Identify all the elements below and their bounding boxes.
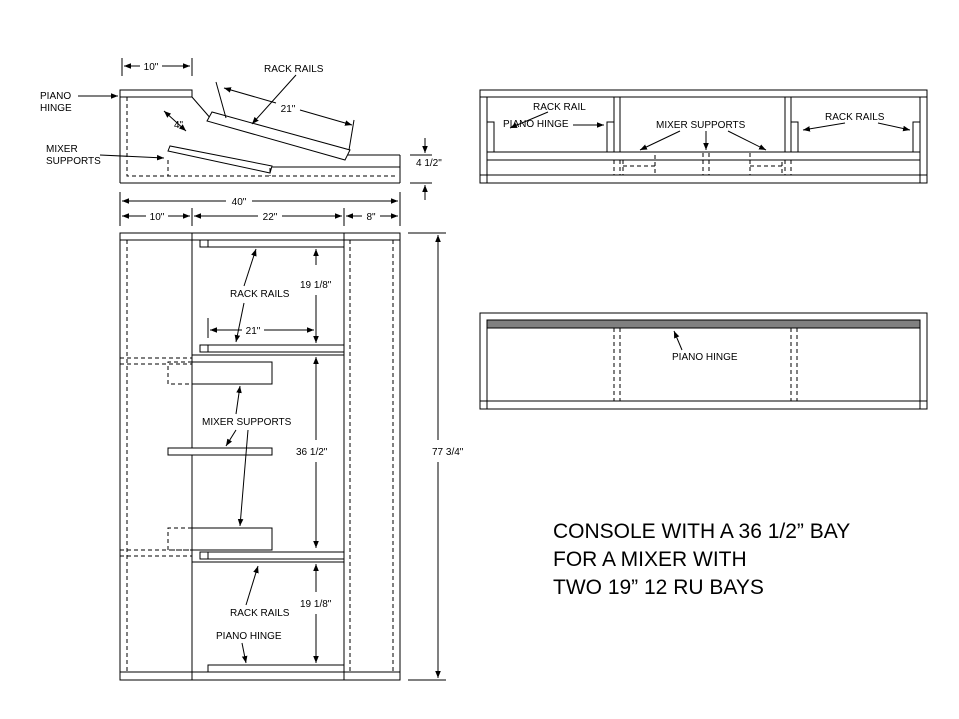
label-front-rack-rails: RACK RAILS: [825, 112, 885, 123]
label-front-mixer-supports: MIXER SUPPORTS: [656, 120, 746, 131]
dim-height: 4 1/2": [416, 158, 442, 169]
label-piano-hinge-2: HINGE: [40, 103, 72, 114]
plan-rail-2: [199, 344, 345, 353]
label-mixer-supports-1: MIXER: [46, 144, 78, 155]
label-rear-piano-hinge: PIANO HINGE: [672, 352, 738, 363]
dim-total-width: 77 3/4": [432, 447, 464, 458]
plan-hinge-rail: [207, 664, 345, 673]
label-front-rack-rail: RACK RAIL: [533, 102, 586, 113]
title-line-3: TWO 19” 12 RU BAYS: [553, 576, 764, 599]
dim-seg-back: 8": [366, 212, 376, 223]
label-plan-piano-hinge: PIANO HINGE: [216, 631, 282, 642]
label-piano-hinge-1: PIANO: [40, 91, 71, 102]
front-view: RACK RAIL PIANO HINGE MIXER SUPPORTS RAC…: [479, 89, 928, 184]
plan-rail-1: [199, 239, 345, 248]
front-rack-rail-4: [912, 121, 921, 153]
dim-rail-length-plan: 21": [246, 326, 261, 337]
dim-total-depth: 40": [232, 197, 247, 208]
plan-rail-3: [199, 551, 345, 560]
dim-seg-front: 10": [150, 212, 165, 223]
front-rack-rail-3: [790, 121, 799, 153]
side-top-lid: [119, 89, 193, 98]
front-rack-rail-2: [606, 121, 615, 153]
front-rack-rail-1: [486, 121, 495, 153]
label-plan-rack-rails-top: RACK RAILS: [230, 289, 290, 300]
dim-seg-middle: 22": [263, 212, 278, 223]
label-plan-rack-rails-bottom: RACK RAILS: [230, 608, 290, 619]
label-front-piano-hinge: PIANO HINGE: [503, 119, 569, 130]
plan-view: 19 1/8" RACK RAILS 21" 36 1/2" MIXER SUP…: [119, 232, 464, 681]
dim-rail-length: 21": [281, 104, 296, 115]
piano-hinge-bar: [486, 319, 921, 329]
dim-support-offset: 4": [174, 120, 184, 131]
dim-bay-width: 36 1/2": [296, 447, 328, 458]
label-mixer-supports-2: SUPPORTS: [46, 156, 101, 167]
drawing-title: CONSOLE WITH A 36 1/2” BAY FOR A MIXER W…: [553, 520, 850, 599]
plan-mixer-support-3: [191, 527, 273, 551]
plan-mixer-support-1: [191, 361, 273, 385]
dim-rail-gap-bottom: 19 1/8": [300, 599, 332, 610]
plan-mixer-support-2: [167, 447, 273, 456]
rear-view: PIANO HINGE: [479, 312, 928, 410]
dim-side-top: 10": [144, 62, 159, 73]
label-side-rack-rails: RACK RAILS: [264, 64, 324, 75]
title-line-2: FOR A MIXER WITH: [553, 548, 747, 571]
title-line-1: CONSOLE WITH A 36 1/2” BAY: [553, 520, 850, 543]
label-plan-mixer-supports: MIXER SUPPORTS: [202, 417, 292, 428]
side-view: 10" PIANO HINGE RACK RAILS 21" 4" MIXER …: [40, 58, 442, 226]
side-mixer-support: [167, 145, 273, 174]
dim-rail-gap-top: 19 1/8": [300, 280, 332, 291]
side-rack-rail: [206, 111, 351, 161]
